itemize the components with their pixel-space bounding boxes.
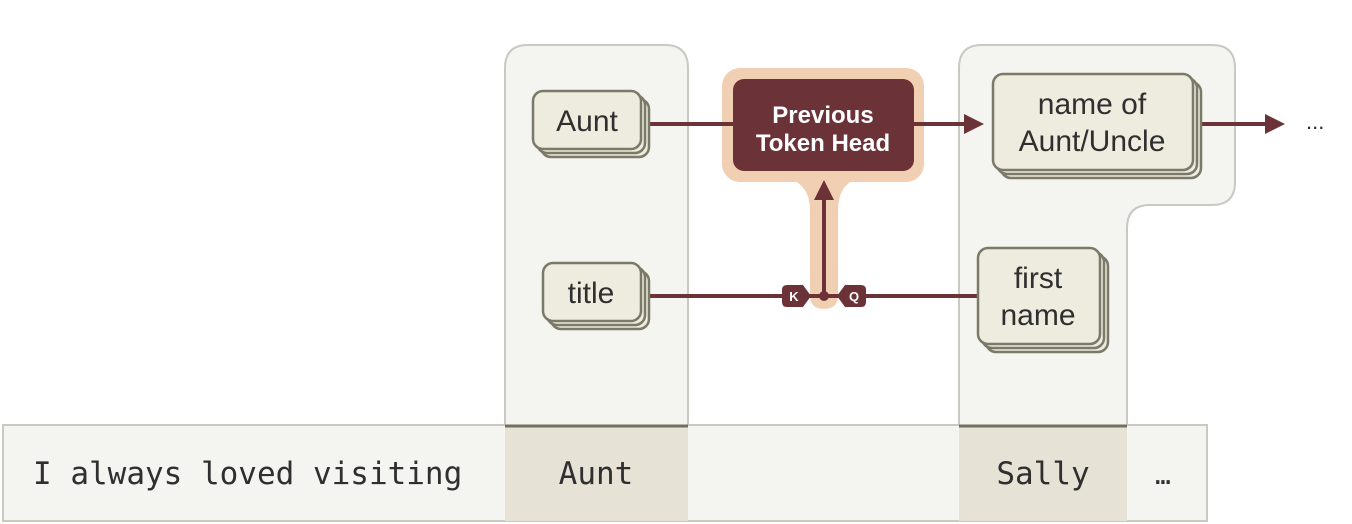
junction-dot [819,291,829,301]
token-sally-highlight [959,426,1127,521]
head-label-line2: Token Head [756,130,890,157]
feature-title-label: title [568,277,615,310]
feature-name-of-line1: name of [1038,88,1147,121]
feature-title: title [541,261,651,331]
previous-token-head [733,79,914,171]
token-aunt: Aunt [559,456,634,492]
feature-first-name-line1: first [1014,262,1063,295]
token-aunt-highlight [505,426,688,521]
feature-name-of-aunt-uncle: name of Aunt/Uncle [991,72,1203,180]
query-badge: Q [837,285,866,307]
feature-aunt: Aunt [531,89,651,159]
token-sally: Sally [996,456,1089,492]
token-prefix: I always loved visiting [33,456,462,492]
output-ellipsis: ... [1306,109,1324,134]
svg-text:Q: Q [849,289,859,304]
svg-text:K: K [789,289,799,304]
key-badge: K [782,285,811,307]
token-ellipsis: … [1155,461,1171,491]
feature-first-name: first name [976,246,1110,354]
feature-aunt-label: Aunt [556,105,618,138]
feature-name-of-line2: Aunt/Uncle [1019,125,1166,158]
head-label-line1: Previous [772,102,873,129]
feature-first-name-line2: name [1000,299,1075,332]
